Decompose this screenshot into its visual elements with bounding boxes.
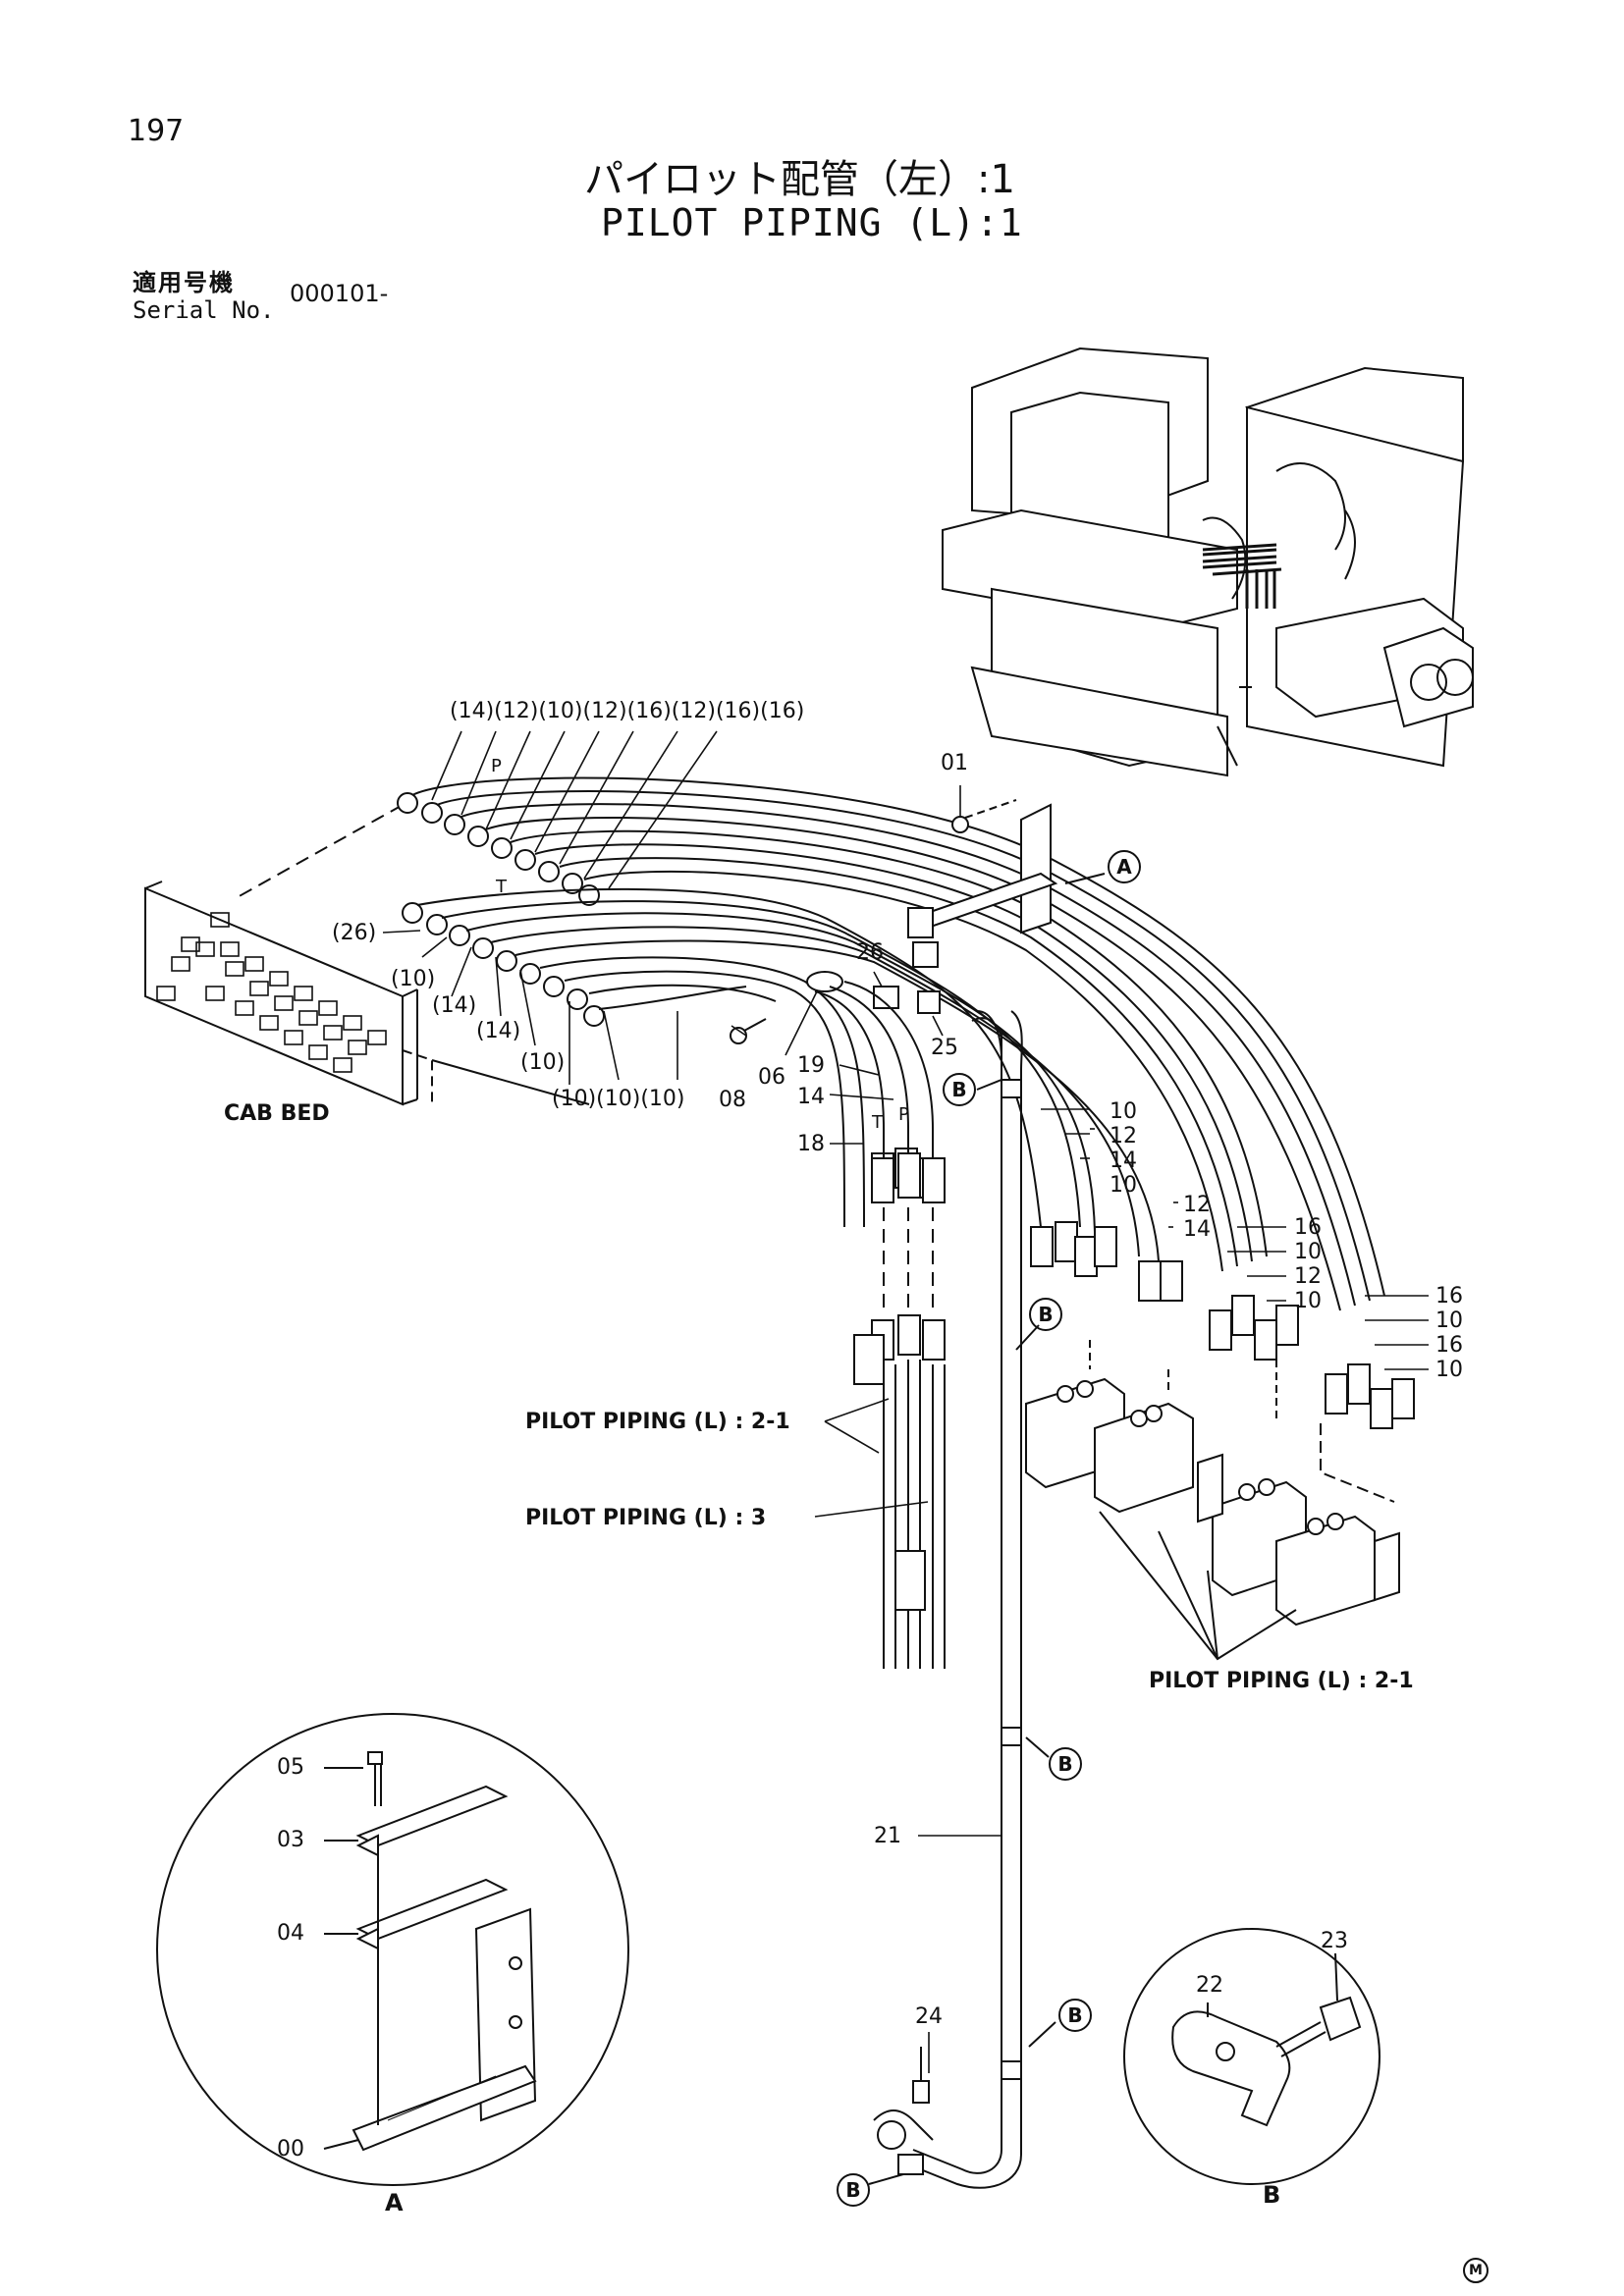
- callout-14b: (14): [476, 1019, 521, 1043]
- ref-circle-b-1: B: [943, 1073, 976, 1106]
- title-english: PILOT PIPING (L):1: [601, 201, 1023, 244]
- callout-v10a: 10: [1110, 1099, 1137, 1124]
- callout-01: 01: [941, 751, 968, 775]
- label-cab-bed: CAB BED: [224, 1101, 330, 1126]
- callout-10a: (10): [391, 967, 436, 991]
- callout-v10d: 10: [1294, 1289, 1322, 1313]
- reference-arrows: [868, 873, 1106, 2185]
- callout-19: 19: [797, 1053, 825, 1078]
- pipe-21: [873, 1010, 1023, 2189]
- callout-23: 23: [1321, 1929, 1348, 1953]
- callout-v10b: 10: [1110, 1173, 1137, 1198]
- ref-circle-b-2: B: [1029, 1298, 1062, 1331]
- callout-v12a: 12: [1110, 1124, 1137, 1148]
- callout-00: 00: [277, 2137, 304, 2162]
- detail-a-drawing: [156, 1713, 629, 2186]
- serial-value: 000101-: [290, 280, 389, 307]
- center-pipe-bundle: [814, 981, 946, 1669]
- title-japanese: パイロット配管（左）:1: [584, 157, 1015, 202]
- upper-bracket: [907, 799, 1058, 968]
- callout-04: 04: [277, 1921, 304, 1946]
- callout-v14a: 14: [1110, 1148, 1137, 1173]
- callout-25: 25: [931, 1036, 958, 1060]
- callout-06: 06: [758, 1065, 785, 1090]
- callout-bottom-row: (10)(10)(10): [552, 1087, 685, 1111]
- machine-overview-drawing: [942, 347, 1474, 777]
- center-fittings: [730, 971, 1002, 1065]
- detail-a-label: A: [385, 2189, 404, 2216]
- label-pilot-piping-2-1-right: PILOT PIPING (L) : 2-1: [1149, 1669, 1414, 1693]
- callout-v16c: 16: [1435, 1333, 1463, 1358]
- page-number: 197: [128, 114, 185, 148]
- label-pilot-piping-3: PILOT PIPING (L) : 3: [525, 1506, 767, 1530]
- callout-t-lower: T: [496, 877, 507, 897]
- callout-t-pipe: T: [872, 1112, 883, 1133]
- callout-v12b: 12: [1183, 1193, 1211, 1217]
- ref-circle-a: A: [1108, 850, 1141, 883]
- callout-10b: (10): [520, 1050, 566, 1075]
- ref-circle-b-5: B: [837, 2173, 870, 2207]
- callout-03: 03: [277, 1828, 304, 1852]
- callout-v16a: 16: [1294, 1215, 1322, 1240]
- callout-v10c: 10: [1294, 1240, 1322, 1264]
- manufacturer-mark-icon: M: [1463, 2258, 1489, 2283]
- ref-circle-b-4: B: [1058, 1999, 1092, 2032]
- callout-21: 21: [874, 1824, 901, 1848]
- label-pilot-piping-2-1-left: PILOT PIPING (L) : 2-1: [525, 1410, 790, 1434]
- callout-26: 26: [856, 940, 884, 965]
- callout-14a: (14): [432, 993, 477, 1018]
- lower-hose-bundle: [416, 887, 1160, 1262]
- serial-label-english: Serial No.: [133, 296, 275, 324]
- lower-fitting-row: [402, 902, 605, 1027]
- callout-v10f: 10: [1435, 1358, 1463, 1382]
- callout-22: 22: [1196, 1973, 1223, 1998]
- ref-circle-b-3: B: [1049, 1747, 1082, 1781]
- leader-lines: [382, 730, 1429, 2073]
- callout-v16b: 16: [1435, 1284, 1463, 1308]
- valve-blocks: [1025, 1377, 1400, 1627]
- detail-b-drawing: [1123, 1928, 1380, 2185]
- serial-label-japanese: 適用号機: [133, 269, 235, 296]
- callout-v14b: 14: [1183, 1217, 1211, 1242]
- callout-v10e: 10: [1435, 1308, 1463, 1333]
- callout-v12c: 12: [1294, 1264, 1322, 1289]
- callout-top-row: (14)(12)(10)(12)(16)(12)(16)(16): [450, 699, 805, 723]
- cab-bed-plate: [144, 881, 433, 1106]
- upper-fitting-row: [397, 792, 600, 906]
- detail-b-label: B: [1263, 2181, 1281, 2209]
- upper-hose-bundle: [411, 776, 1385, 1311]
- callout-p-upper: P: [491, 756, 502, 776]
- callout-05: 05: [277, 1755, 304, 1780]
- callout-18: 18: [797, 1132, 825, 1156]
- callout-26-paren: (26): [332, 921, 377, 945]
- callout-14: 14: [797, 1085, 825, 1109]
- callout-p-pipe: P: [898, 1104, 909, 1125]
- callout-24: 24: [915, 2004, 943, 2029]
- callout-08: 08: [719, 1088, 746, 1112]
